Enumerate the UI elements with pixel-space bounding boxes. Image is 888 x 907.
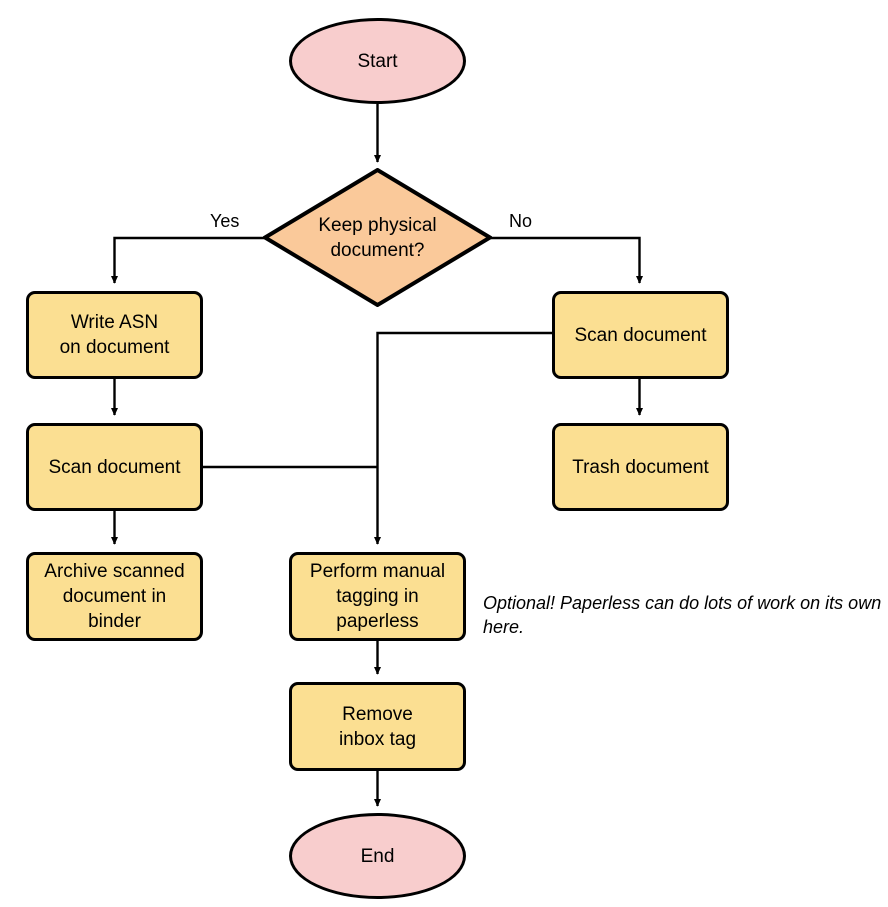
node-perform-manual-tagging[interactable]: Perform manual tagging in paperless <box>289 552 466 641</box>
node-write-asn-on-document-label: Write ASN on document <box>59 312 170 358</box>
node-start[interactable]: Start <box>289 18 466 104</box>
diamond-shape <box>263 168 492 307</box>
edge-label-no: No <box>509 211 533 231</box>
node-end-label: End <box>360 845 395 867</box>
node-trash-document-label: Trash document <box>572 456 709 478</box>
node-keep-physical-document[interactable]: Keep physical document? <box>263 168 492 307</box>
node-remove-inbox-tag-label: Remove inbox tag <box>338 703 417 750</box>
node-remove-inbox-tag[interactable]: Remove inbox tag <box>289 682 466 771</box>
connector-decision-yes-to-write-asn <box>110 236 265 284</box>
node-scan-document-left[interactable]: Scan document <box>26 423 203 511</box>
node-archive-scanned-document-in-binder-label: Archive scanned document in binder <box>44 561 185 632</box>
node-keep-physical-document-label: Keep physical document? <box>318 214 437 261</box>
connector-decision-no-to-scan-right <box>490 236 644 284</box>
annotation-optional-paperless: Optional! Paperless can do lots of work … <box>483 593 882 637</box>
edge-label-yes: Yes <box>210 211 240 231</box>
connector-scan-right-to-manual-tagging <box>373 331 552 545</box>
node-scan-document-right-label: Scan document <box>574 324 707 346</box>
node-start-label: Start <box>357 50 398 72</box>
node-archive-scanned-document-in-binder[interactable]: Archive scanned document in binder <box>26 552 203 641</box>
node-write-asn-on-document[interactable]: Write ASN on document <box>26 291 203 379</box>
node-scan-document-left-label: Scan document <box>48 456 181 478</box>
node-perform-manual-tagging-label: Perform manual tagging in paperless <box>309 561 446 632</box>
node-trash-document[interactable]: Trash document <box>552 423 729 511</box>
node-scan-document-right[interactable]: Scan document <box>552 291 729 379</box>
node-end[interactable]: End <box>289 813 466 899</box>
